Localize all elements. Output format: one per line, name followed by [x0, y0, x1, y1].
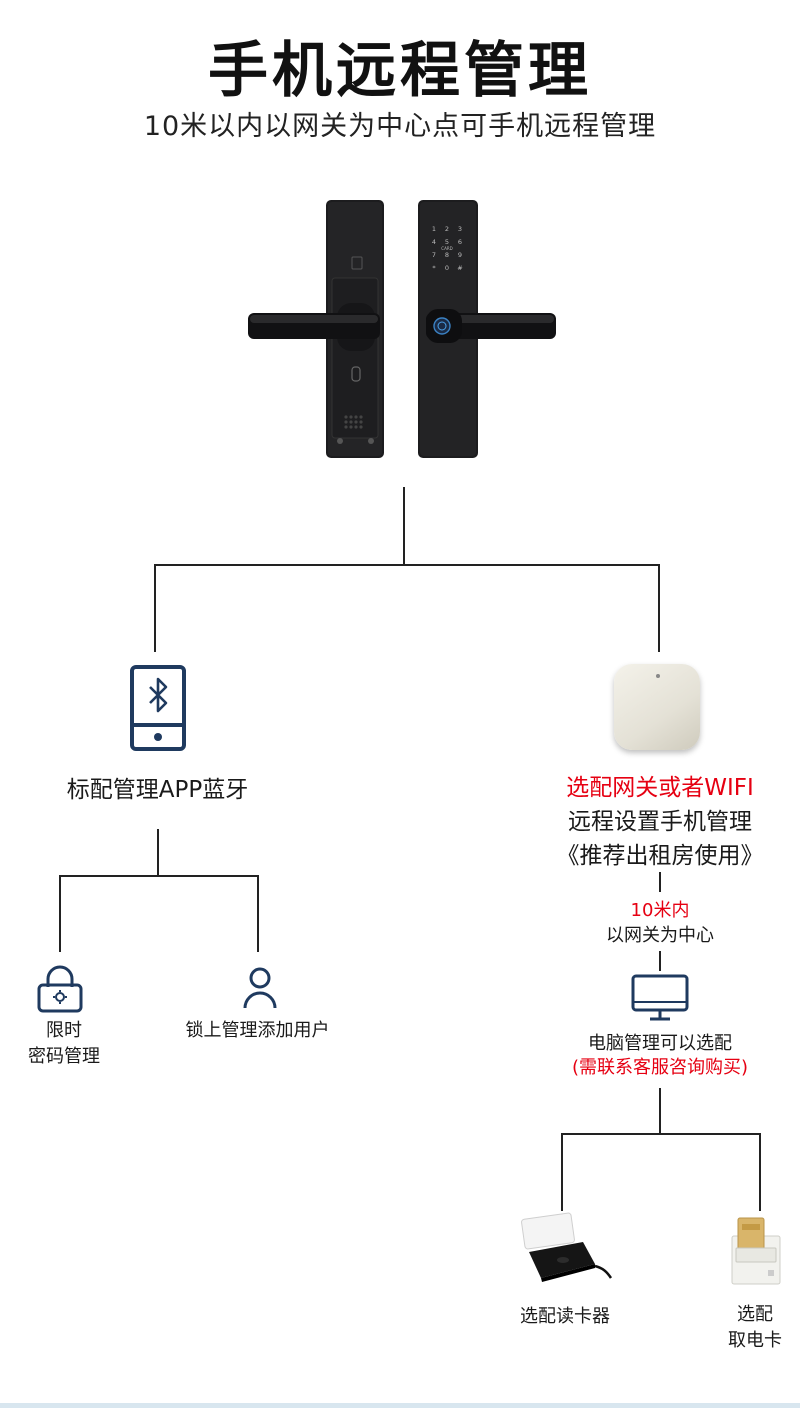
lock-icon	[36, 965, 84, 1013]
svg-text:0: 0	[445, 264, 449, 272]
connector-line	[659, 1088, 661, 1134]
add-user-label: 锁上管理添加用户	[160, 1016, 355, 1042]
label-line: 选配	[705, 1302, 800, 1328]
page-title: 手机远程管理	[0, 22, 800, 109]
gateway-device-image	[614, 664, 700, 750]
remote-setting-label: 远程设置手机管理	[530, 802, 790, 836]
connector-line	[154, 564, 156, 652]
connector-line	[759, 1133, 761, 1211]
bluetooth-phone-icon	[130, 665, 186, 751]
connector-line	[658, 564, 660, 652]
contact-service-label: (需联系客服咨询购买)	[545, 1053, 775, 1079]
power-card-switch-icon	[728, 1214, 784, 1286]
bottom-divider	[0, 1403, 800, 1408]
connector-line	[659, 872, 661, 892]
power-card-label: 选配 取电卡	[705, 1302, 800, 1354]
svg-text:7: 7	[432, 251, 436, 259]
connector-line	[659, 951, 661, 971]
connector-line	[157, 829, 159, 876]
svg-text:3: 3	[458, 225, 462, 233]
connector-line	[59, 875, 259, 877]
range-label: 10米内	[560, 896, 760, 922]
recommend-rental-label: 《推荐出租房使用》	[530, 836, 790, 870]
gateway-option-label: 选配网关或者WIFI	[530, 768, 790, 802]
user-icon	[242, 966, 278, 1010]
svg-text:1: 1	[432, 225, 436, 233]
connector-line	[59, 875, 61, 952]
svg-text:9: 9	[458, 251, 462, 259]
connector-line	[561, 1133, 761, 1135]
svg-text:#: #	[457, 264, 462, 272]
svg-text:2: 2	[445, 225, 449, 233]
card-reader-icon	[515, 1212, 615, 1287]
computer-monitor-icon	[630, 973, 690, 1023]
connector-line	[257, 875, 259, 952]
label-line: 限时	[4, 1018, 124, 1044]
page-subtitle: 10米以内以网关为中心点可手机远程管理	[0, 104, 800, 143]
svg-text:4: 4	[432, 238, 436, 246]
svg-text:6: 6	[458, 238, 462, 246]
card-reader-label: 选配读卡器	[490, 1302, 640, 1328]
time-limited-password-label: 限时 密码管理	[4, 1018, 124, 1070]
bluetooth-app-label: 标配管理APP蓝牙	[30, 770, 285, 804]
svg-text:5: 5	[445, 238, 449, 246]
connector-line	[154, 564, 660, 566]
label-line: 密码管理	[4, 1044, 124, 1070]
label-line: 取电卡	[705, 1328, 800, 1354]
gateway-center-label: 以网关为中心	[560, 921, 760, 947]
svg-text:8: 8	[445, 251, 449, 259]
connector-line	[561, 1133, 563, 1211]
computer-management-label: 电脑管理可以选配	[545, 1029, 775, 1055]
connector-line	[403, 487, 405, 565]
